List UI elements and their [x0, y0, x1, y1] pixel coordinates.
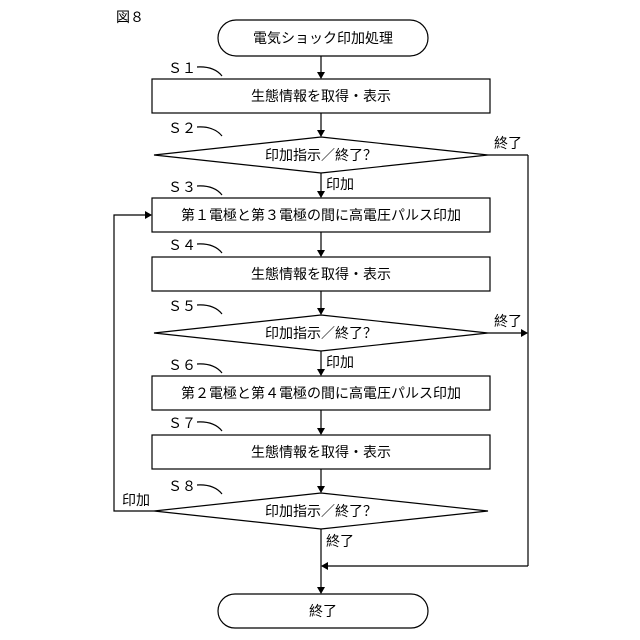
step-id-s1: Ｓ１	[168, 61, 196, 77]
leader-s5	[197, 305, 222, 314]
figure-label: 図８	[116, 10, 144, 26]
decision-label-s5: 印加指示／終了？	[265, 326, 377, 342]
branch-end-s2: 終了	[494, 136, 522, 152]
branch-end-s5: 終了	[494, 314, 522, 330]
leader-s8	[197, 485, 222, 494]
step-id-s4: Ｓ４	[168, 238, 196, 254]
branch-apply-s5: 印加	[326, 355, 354, 371]
step-id-s7: Ｓ７	[168, 416, 196, 432]
step-id-s2: Ｓ２	[168, 121, 196, 137]
decision-label-s8: 印加指示／終了？	[265, 504, 377, 520]
leader-s2	[197, 127, 222, 136]
branch-end-s8: 終了	[326, 534, 354, 550]
start-label: 電気ショック印加処理	[253, 31, 393, 47]
leader-s1	[197, 67, 222, 76]
process-label-s1: 生態情報を取得・表示	[251, 88, 391, 105]
process-label-s7: 生態情報を取得・表示	[251, 444, 391, 461]
leader-s3	[197, 186, 222, 195]
process-label-s4: 生態情報を取得・表示	[251, 266, 391, 283]
step-id-s5: Ｓ５	[168, 299, 196, 315]
leader-s7	[197, 422, 222, 431]
leader-s4	[197, 244, 222, 253]
process-label-s3: 第１電極と第３電極の間に高電圧パルス印加	[181, 207, 461, 224]
end-label: 終了	[309, 604, 337, 620]
step-id-s3: Ｓ３	[168, 180, 196, 196]
process-label-s6: 第２電極と第４電極の間に高電圧パルス印加	[181, 385, 461, 402]
loop-back-arrow-s8-s3	[114, 215, 154, 511]
step-id-s6: Ｓ６	[168, 358, 196, 374]
branch-apply-s8: 印加	[122, 493, 150, 509]
branch-apply-s2: 印加	[326, 177, 354, 193]
step-id-s8: Ｓ８	[168, 479, 196, 495]
decision-label-s2: 印加指示／終了？	[265, 148, 377, 164]
leader-s6	[197, 364, 222, 373]
